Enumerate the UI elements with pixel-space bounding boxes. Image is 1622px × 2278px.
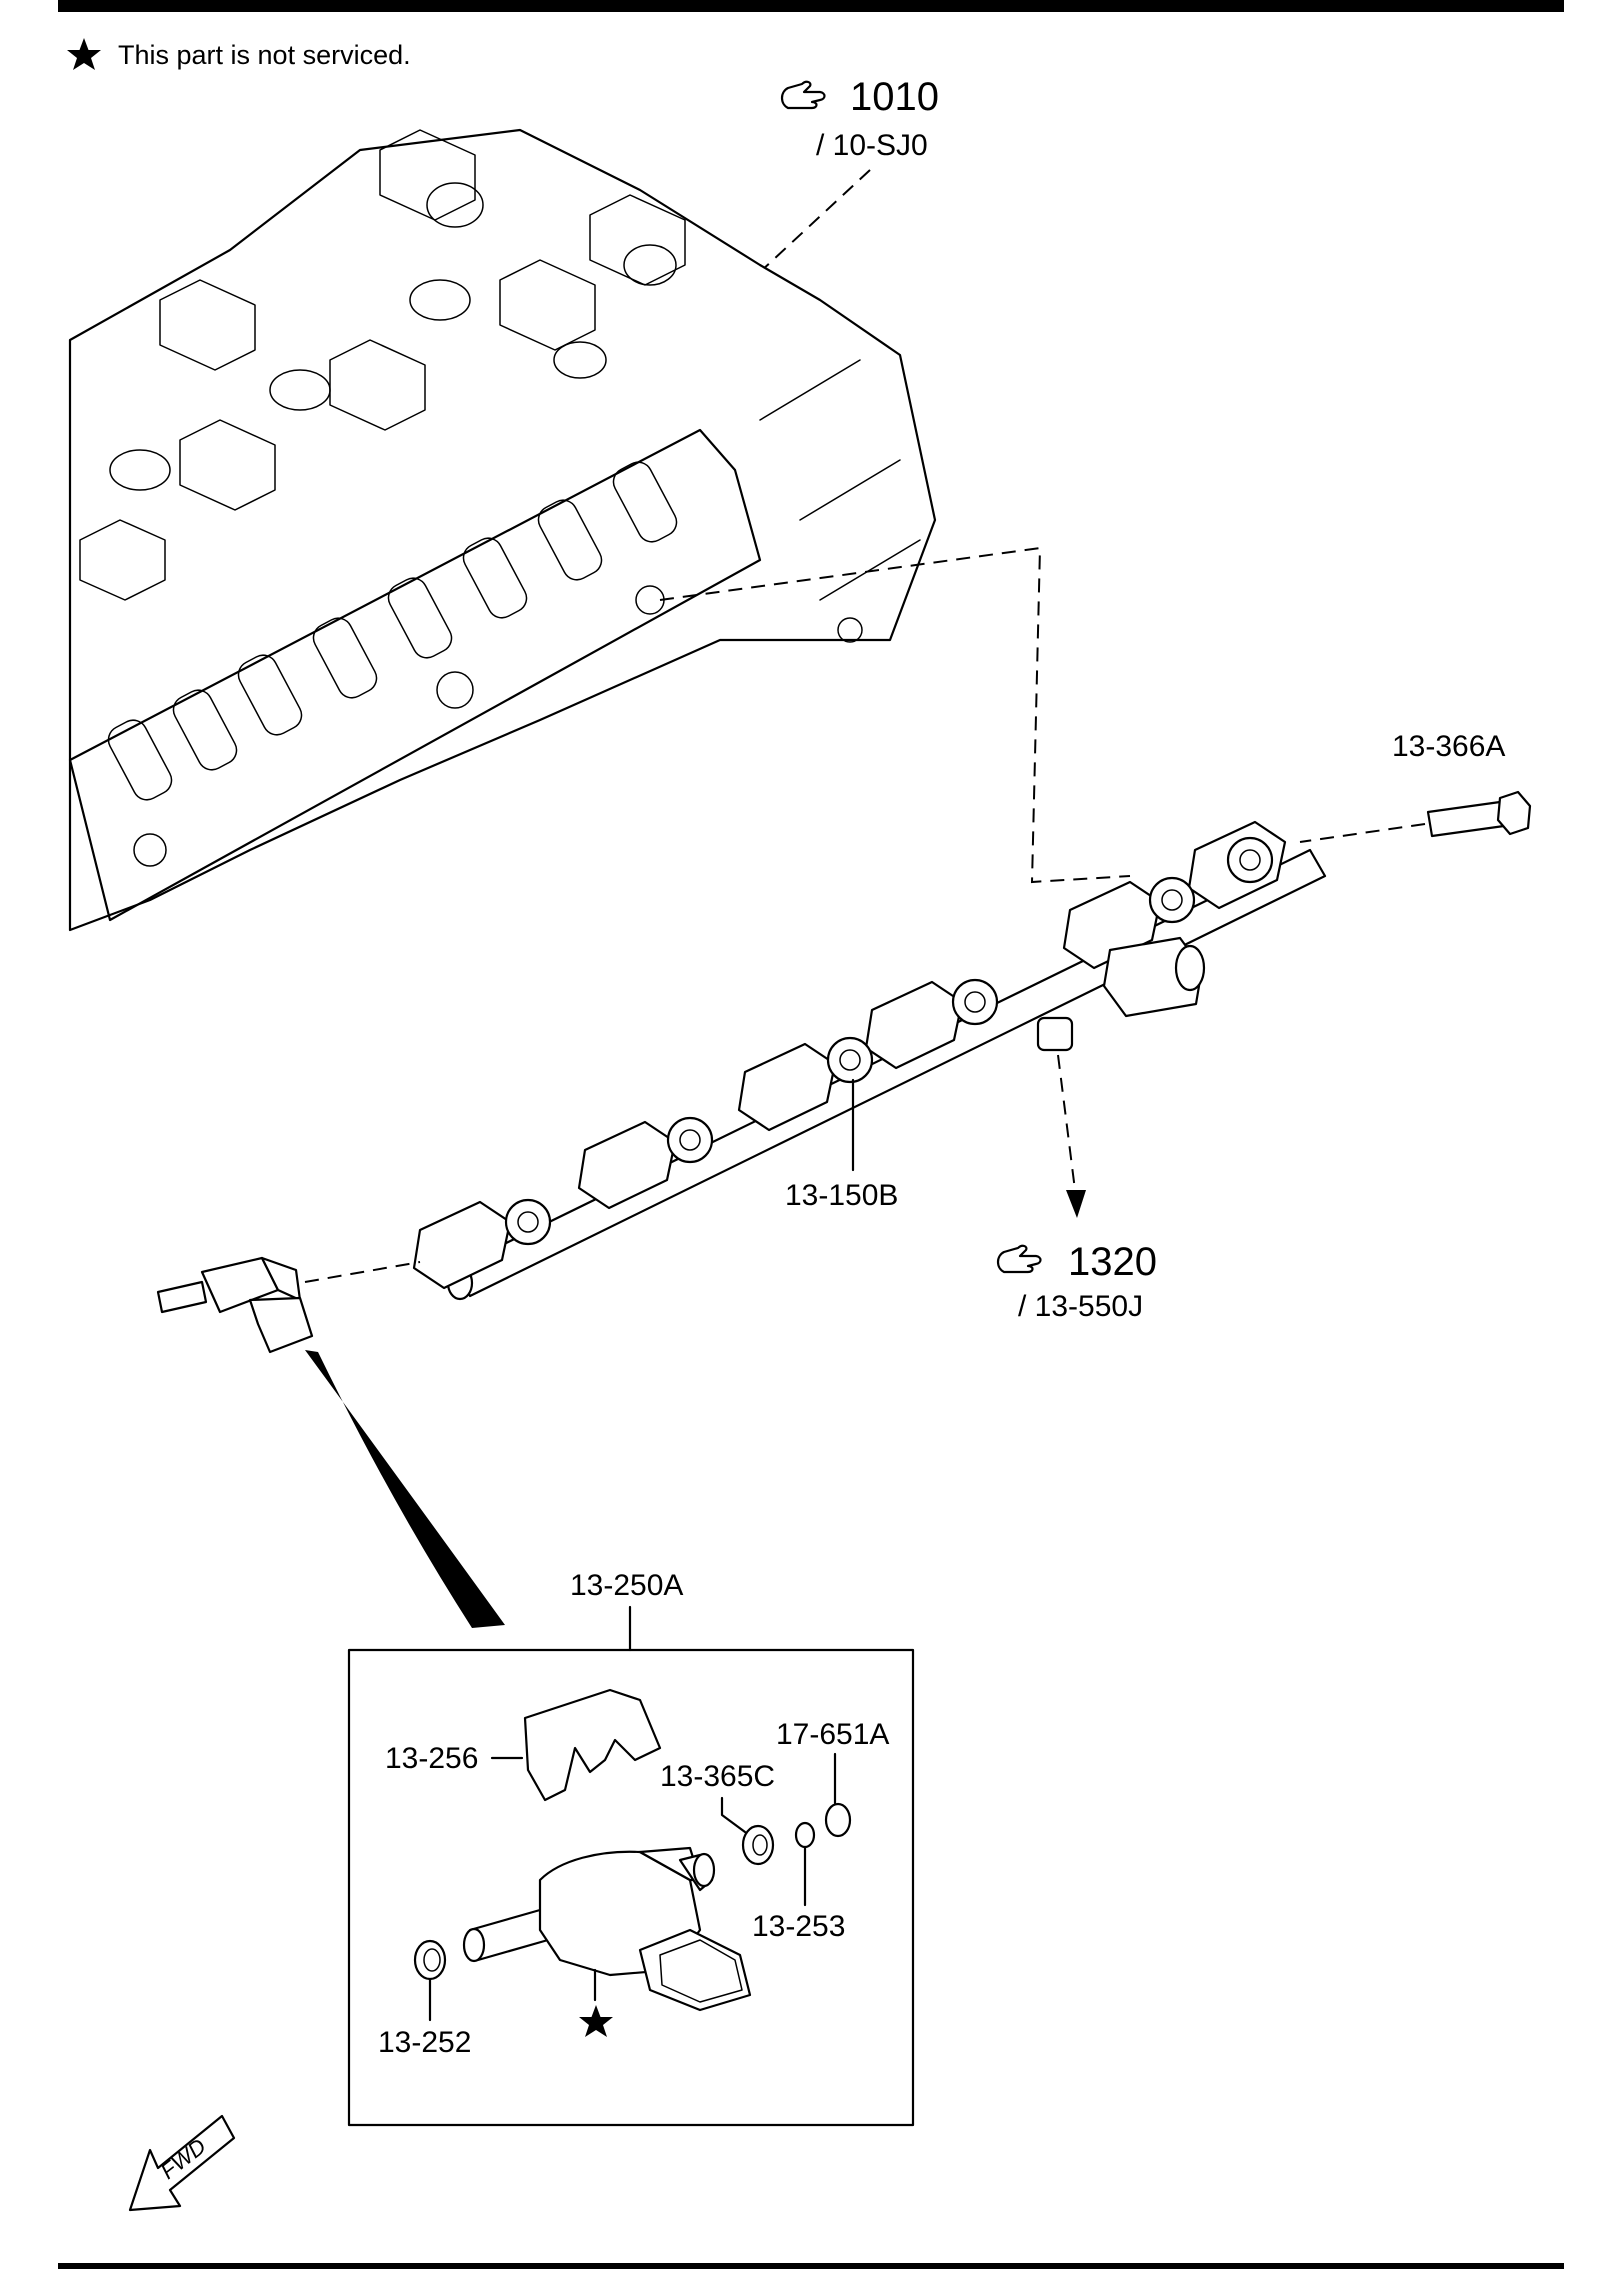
washer-leader	[720, 1796, 747, 1834]
legend: This part is not serviced.	[67, 38, 411, 70]
cylinder-head	[68, 128, 937, 932]
o-ring-13-253	[794, 1821, 816, 1849]
hand-pointer-icon	[780, 80, 826, 110]
injector-leader	[304, 1261, 421, 1283]
label-13-250a: 13-250A	[570, 1569, 683, 1602]
label-13-365c: 13-365C	[660, 1760, 775, 1793]
ref-1010-number: 1010	[850, 75, 939, 119]
detail-box	[347, 1648, 915, 2127]
label-13-256: 13-256	[385, 1742, 478, 1775]
hand-pointer-icon	[996, 1244, 1042, 1274]
rail-locating-line	[659, 546, 1131, 884]
o-ring-17-651a	[824, 1802, 852, 1838]
ref-1010-sub: / 10-SJ0	[816, 129, 928, 162]
label-13-253: 13-253	[752, 1910, 845, 1943]
ref-1320-number: 1320	[1068, 1240, 1157, 1284]
bolt-13-366a: 13-366A	[1299, 730, 1532, 843]
fwd-arrow-icon: FWD	[128, 2114, 236, 2212]
legend-note: This part is not serviced.	[118, 40, 411, 70]
fuel-rail	[412, 820, 1327, 1301]
injector-upper	[156, 1256, 505, 1628]
top-border	[58, 0, 1564, 12]
ref-1320-leader	[1057, 1054, 1076, 1191]
label-17-651a: 17-651A	[776, 1718, 889, 1751]
label-13-252: 13-252	[378, 2026, 471, 2059]
label-13-366a: 13-366A	[1392, 730, 1505, 763]
injector-body	[462, 1846, 752, 2012]
clip-13-256	[523, 1688, 662, 1802]
reference-1010: 1010 / 10-SJ0	[748, 75, 939, 284]
fuel-rail-label-group: 13-150B	[785, 1078, 898, 1212]
injector-detail: 13-250A 13-256 13-365C 13-253 17-651A	[347, 1569, 915, 2127]
reference-1320: 1320 / 13-550J	[996, 1054, 1157, 1323]
label-13-150b: 13-150B	[785, 1179, 898, 1212]
fwd-label: FWD	[156, 2133, 211, 2184]
washer-13-365c	[741, 1824, 775, 1866]
ref-1320-arrowhead	[1066, 1190, 1086, 1218]
bottom-border	[58, 2263, 1564, 2269]
detail-callout-arrow	[305, 1350, 505, 1628]
ref-1320-sub: / 13-550J	[1018, 1290, 1143, 1323]
bolt-leader	[1299, 823, 1426, 843]
ref-1010-leader	[759, 169, 871, 273]
star-icon	[67, 38, 101, 70]
star-icon	[579, 2005, 613, 2037]
